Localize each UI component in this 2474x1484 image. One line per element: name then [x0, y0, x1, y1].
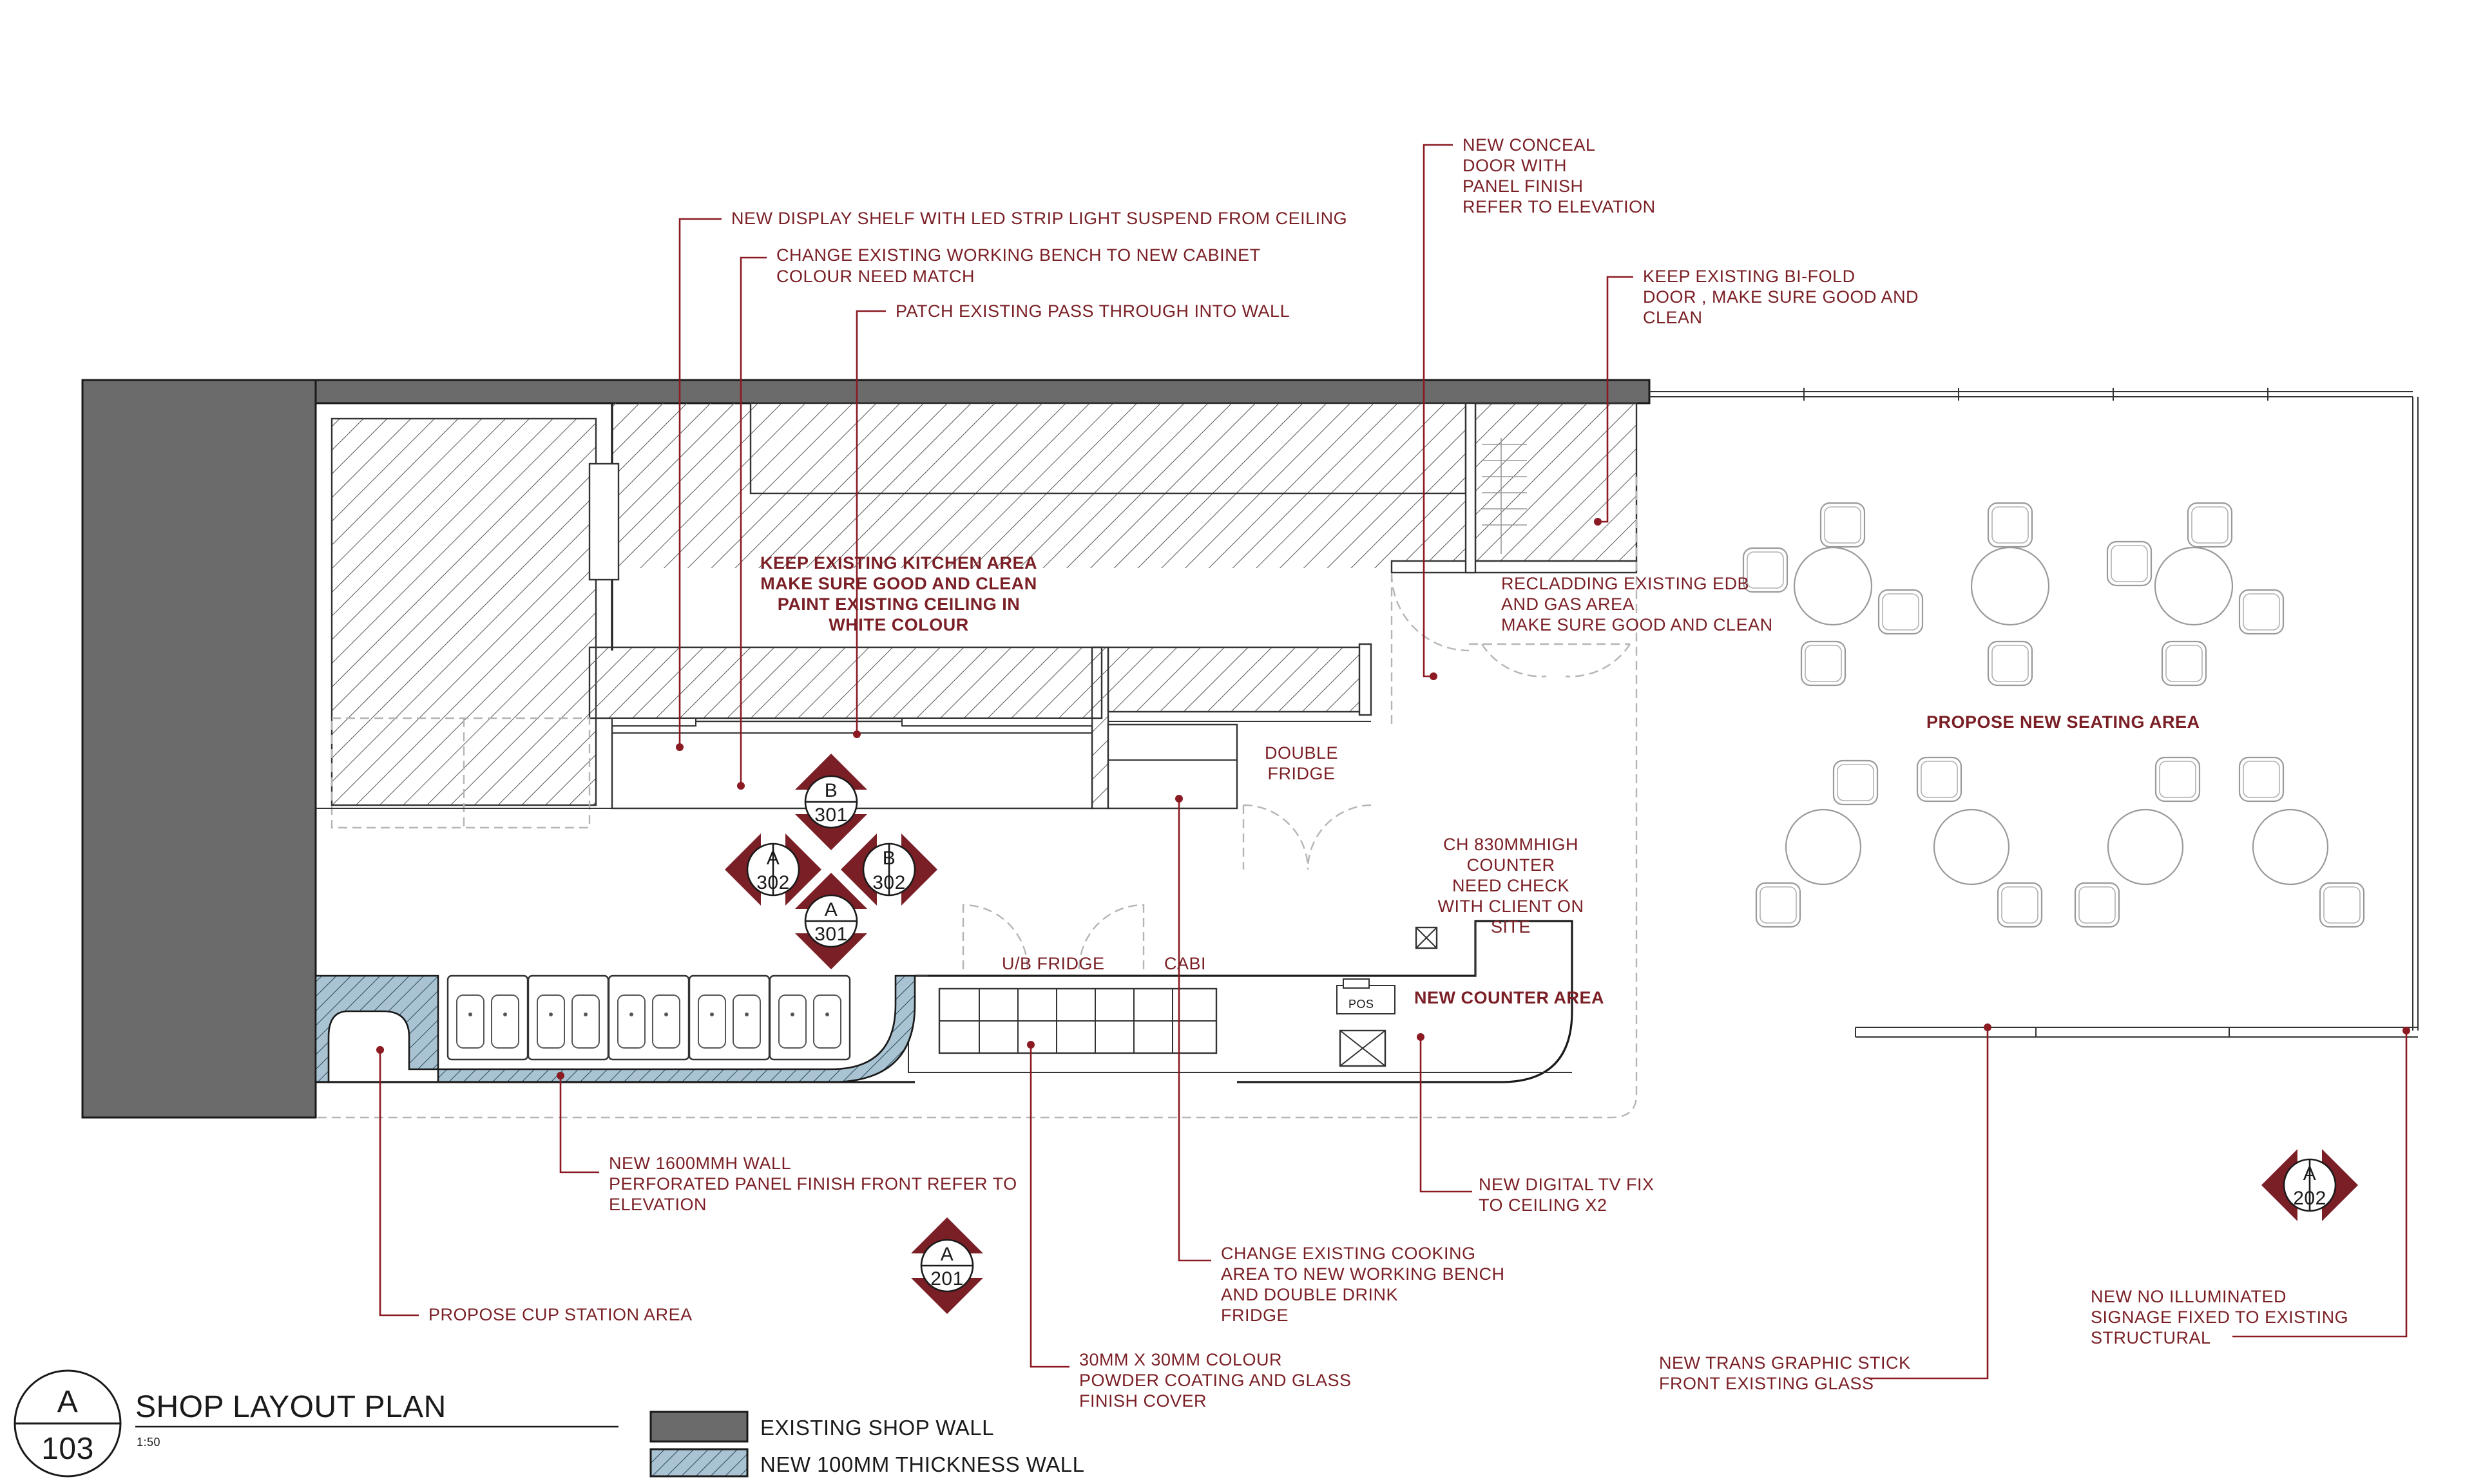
note-cover-2: POWDER COATING AND GLASS [1079, 1371, 1352, 1390]
marker-number: 202 [2293, 1188, 2326, 1209]
marker-number: 301 [814, 924, 848, 945]
section-marker-a-302[interactable]: A 302 [724, 832, 823, 907]
label-ub-fridge: U/B FRIDGE [1002, 954, 1105, 973]
existing-kitchen-area [316, 402, 1638, 1119]
section-marker-b-301[interactable]: B 301 [794, 752, 868, 851]
section-marker-a-301[interactable]: A 301 [794, 871, 868, 971]
legend-swatch-existing [649, 1411, 749, 1443]
leader-dots [376, 518, 2410, 1080]
legend-label-new: NEW 100MM THICKNESS WALL [760, 1452, 1084, 1476]
new-100mm-wall [314, 975, 916, 1083]
marker-letter: A [941, 1244, 954, 1265]
note-kitchen-1: KEEP EXISTING KITCHEN AREA [760, 553, 1037, 573]
note-conceal-3: PANEL FINISH [1462, 176, 1584, 196]
legend: EXISTING SHOP WALL NEW 100MM THICKNESS W… [649, 1411, 1084, 1478]
label-seating-area: PROPOSE NEW SEATING AREA [1926, 712, 2200, 732]
note-cooking-2: AREA TO NEW WORKING BENCH [1221, 1264, 1505, 1284]
marker-number: 302 [872, 872, 906, 893]
existing-shop-wall [81, 379, 1651, 1119]
note-wall-2: PERFORATED PANEL FINISH FRONT REFER TO [609, 1174, 1017, 1194]
note-cooking-3: AND DOUBLE DRINK [1221, 1285, 1398, 1304]
storefront [1649, 388, 2419, 1038]
note-bench-2: COLOUR NEED MATCH [776, 267, 975, 286]
note-cooking-1: CHANGE EXISTING COOKING [1221, 1244, 1476, 1263]
note-bench-1: CHANGE EXISTING WORKING BENCH TO NEW CAB… [776, 245, 1261, 265]
note-bifold-2: DOOR , MAKE SURE GOOD AND [1643, 287, 1919, 307]
marker-letter: B [825, 780, 838, 801]
marker-letter: A [825, 899, 838, 920]
note-signage-2: SIGNAGE FIXED TO EXISTING [2091, 1308, 2348, 1327]
note-counter-2: COUNTER [1467, 855, 1555, 875]
section-marker-a-202[interactable]: A 202 [2260, 1148, 2359, 1222]
note-counter-1: CH 830MMHIGH [1443, 835, 1578, 854]
note-counter-5: SITE [1491, 917, 1531, 937]
note-conceal-2: DOOR WITH [1462, 156, 1567, 175]
label-double-fridge-2: FRIDGE [1267, 764, 1335, 783]
note-pass-through: PATCH EXISTING PASS THROUGH INTO WALL [896, 301, 1290, 321]
note-signage-3: STRUCTURAL [2091, 1328, 2211, 1347]
drawing-title: SHOP LAYOUT PLAN [135, 1390, 446, 1424]
section-marker-a-201[interactable]: A 201 [910, 1216, 984, 1315]
note-tv-2: TO CEILING X2 [1479, 1195, 1607, 1215]
note-trans-1: NEW TRANS GRAPHIC STICK [1659, 1353, 1911, 1373]
sheet-number: 103 [41, 1432, 94, 1466]
marker-letter: B [883, 848, 896, 869]
marker-letter: A [767, 848, 780, 869]
note-kitchen-3: PAINT EXISTING CEILING IN [778, 595, 1021, 614]
legend-swatch-new [649, 1448, 749, 1478]
marker-number: 302 [756, 872, 790, 893]
note-conceal-1: NEW CONCEAL [1462, 135, 1596, 155]
sheet-letter: A [57, 1385, 79, 1419]
seating-furniture [1742, 502, 2365, 928]
note-kitchen-4: WHITE COLOUR [829, 615, 968, 634]
label-pos: POS [1348, 998, 1374, 1011]
note-trans-2: FRONT EXISTING GLASS [1659, 1374, 1874, 1393]
drawing-scale: 1:50 [137, 1436, 160, 1449]
note-signage-1: NEW NO ILLUMINATED [2091, 1287, 2287, 1306]
label-double-fridge-1: DOUBLE [1265, 743, 1338, 763]
marker-number: 301 [814, 804, 848, 826]
label-cabinet: CABI [1164, 954, 1206, 973]
note-bifold-1: KEEP EXISTING BI-FOLD [1643, 267, 1856, 286]
note-kitchen-2: MAKE SURE GOOD AND CLEAN [760, 574, 1037, 593]
note-cup-station: PROPOSE CUP STATION AREA [428, 1305, 693, 1324]
note-bifold-3: CLEAN [1643, 308, 1703, 327]
marker-number: 201 [930, 1268, 964, 1289]
note-cover-1: 30MM X 30MM COLOUR [1079, 1350, 1282, 1369]
note-cooking-4: FRIDGE [1221, 1306, 1289, 1325]
label-counter-area: NEW COUNTER AREA [1414, 988, 1604, 1007]
note-cover-3: FINISH COVER [1079, 1391, 1207, 1411]
section-marker-b-302[interactable]: B 302 [839, 832, 939, 907]
title-block: A 103 SHOP LAYOUT PLAN 1:50 [14, 1369, 618, 1478]
note-wall-1: NEW 1600MMH WALL [609, 1154, 791, 1173]
note-edb-1: RECLADDING EXISTING EDB [1501, 574, 1749, 593]
undercounter-fridge [938, 904, 1218, 1054]
sink-units [446, 975, 851, 1061]
marker-letter: A [2303, 1163, 2317, 1184]
note-edb-3: MAKE SURE GOOD AND CLEAN [1501, 615, 1773, 634]
pos-terminal [1336, 926, 1438, 1067]
legend-label-existing: EXISTING SHOP WALL [760, 1416, 994, 1440]
note-tv-1: NEW DIGITAL TV FIX [1479, 1175, 1654, 1194]
note-display-shelf: NEW DISPLAY SHELF WITH LED STRIP LIGHT S… [731, 209, 1347, 228]
leader-lines [379, 144, 2408, 1380]
note-edb-2: AND GAS AREA [1501, 595, 1635, 614]
annotation-notes: NEW DISPLAY SHELF WITH LED STRIP LIGHT S… [428, 135, 2348, 1411]
note-counter-3: NEED CHECK [1452, 876, 1569, 895]
note-wall-3: ELEVATION [609, 1195, 707, 1214]
note-conceal-4: REFER TO ELEVATION [1462, 197, 1656, 216]
note-counter-4: WITH CLIENT ON [1437, 897, 1584, 916]
